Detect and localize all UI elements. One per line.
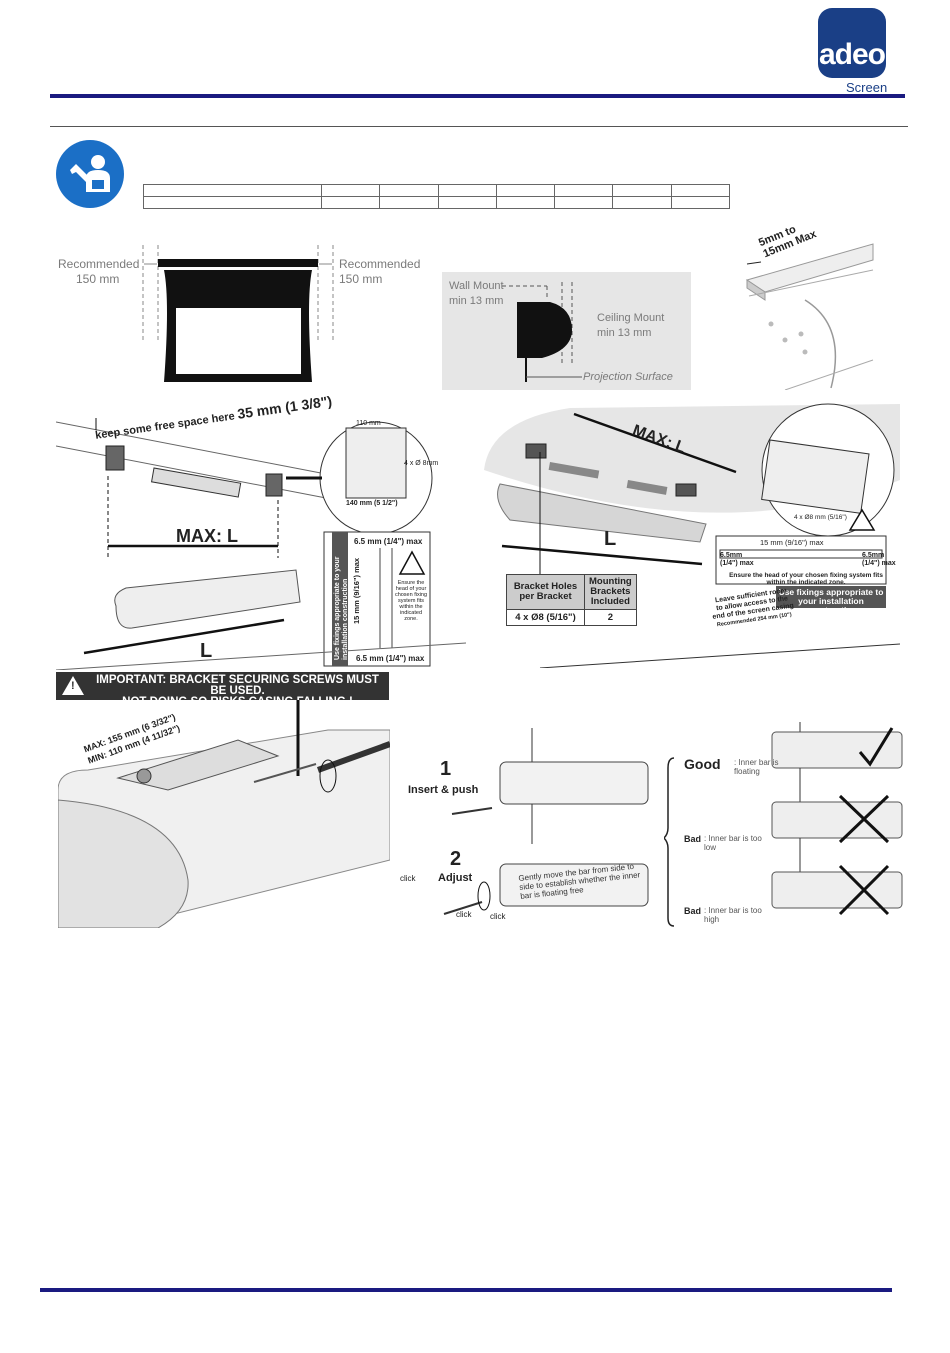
state-bad-high-note: : Inner bar is too high (704, 906, 762, 924)
ceiling-l: L (604, 528, 617, 550)
click-label-mid: click (456, 910, 472, 919)
wall-max-l: MAX: L (176, 526, 238, 546)
state-bad-low-note: : Inner bar is too low (704, 834, 762, 852)
logo-text: adeo (818, 38, 886, 71)
screw-warning-banner: ! IMPORTANT: BRACKET SECURING SCREWS MUS… (56, 672, 389, 708)
wall-dim-hole: 4 x Ø 8mm (404, 460, 439, 467)
clearance-diagram: Recommended 150 mm Recommended 150 mm (56, 240, 436, 390)
bracket-table-col1: Bracket Holes per Bracket (506, 574, 585, 610)
adjust-steps-diagram: 1 Insert & push 2 Adjust click click cli… (392, 718, 652, 928)
footer-rule (40, 1288, 892, 1292)
bar-states-diagram: Good : Inner bar is floating Bad : Inner… (664, 718, 904, 928)
warning-icon-mark: ! (71, 680, 75, 692)
spec-table (143, 184, 731, 209)
bracket-table: Bracket Holes per Bracket Mounting Brack… (506, 574, 637, 626)
step2-number: 2 (450, 848, 462, 870)
ceiling-fixing-note: Ensure the head of your chosen fixing sy… (729, 572, 883, 586)
slot-range-diagram: 5mm to 15mm Max (735, 223, 875, 390)
mount-clearance-diagram: Wall Mount min 13 mm Ceiling Mount min 1… (442, 272, 691, 390)
wall-fixing-note: Ensure the head of your chosen fixing sy… (394, 580, 428, 622)
wall-gap-top: 6.5 mm (1/4") max (354, 537, 423, 546)
recommended-right-value: 150 mm (339, 272, 383, 286)
section-rule (50, 126, 908, 127)
click-label-left: click (400, 874, 416, 883)
recommended-left-label: Recommended (58, 257, 140, 271)
warning-icon (62, 676, 84, 695)
state-bad-low: Bad (684, 834, 702, 844)
wall-mount-label: Wall Mount (449, 280, 504, 292)
wall-mount-value: min 13 mm (449, 295, 504, 307)
wall-l: L (200, 640, 213, 662)
warning-line1: IMPORTANT: BRACKET SECURING SCREWS MUST … (96, 674, 379, 697)
wall-dim-bottom: 140 mm (5 1/2") (346, 500, 398, 507)
wall-gap-mid: 15 mm (9/16") max (352, 557, 361, 624)
recommended-right-label: Recommended (339, 257, 421, 271)
wall-side-note: Use fixings appropriate to your installa… (334, 556, 349, 660)
step1-number: 1 (440, 758, 452, 780)
brand-logo: adeo Screen (812, 8, 892, 95)
wall-gap-bottom: 6.5 mm (1/4") max (356, 654, 425, 663)
wall-install-diagram: keep some free space here 35 mm (1 3/8")… (56, 393, 466, 670)
bracket-screw-diagram: MAX: 155 mm (6 3/32") MIN: 110 mm (4 11/… (58, 700, 390, 928)
state-bad-high: Bad (684, 906, 702, 916)
ceiling-install-diagram: MAX: L L 15 mm (9/16") max 6.5mm (1/4") … (480, 400, 900, 668)
ceiling-mount-label: Ceiling Mount (597, 312, 665, 324)
bracket-table-col2: Mounting Brackets Included (584, 574, 637, 610)
wall-dim-top: 110 mm (356, 420, 381, 427)
click-label-right: click (490, 912, 506, 921)
ceiling-dim-hole: 4 x Ø8 mm (5/16") (794, 514, 847, 521)
state-good: Good (684, 756, 721, 772)
ceiling-dim-right: 6.5mm (1/4") max (862, 552, 896, 567)
installer-tool-icon (56, 140, 124, 208)
step2-label: Adjust (438, 872, 473, 884)
step1-label: Insert & push (408, 784, 479, 796)
header-rule (50, 94, 905, 98)
ceiling-mount-value: min 13 mm (597, 327, 652, 339)
ceiling-side-note: Use fixings appropriate to your installa… (776, 586, 886, 615)
logo-subtext: Screen (846, 80, 888, 95)
state-good-note: : Inner bar is floating (734, 758, 779, 776)
ceiling-dim-slot: 15 mm (9/16") max (760, 538, 824, 547)
warning-line2: NOT DOING SO RISKS CASING FALLING ! (122, 696, 353, 708)
bracket-table-val2: 2 (584, 609, 637, 626)
projection-surface-label: Projection Surface (583, 371, 673, 383)
bracket-table-val1: 4 x Ø8 (5/16") (506, 609, 585, 626)
ceiling-dim-left: 6.5mm (1/4") max (720, 552, 754, 567)
recommended-left-value: 150 mm (76, 272, 120, 286)
